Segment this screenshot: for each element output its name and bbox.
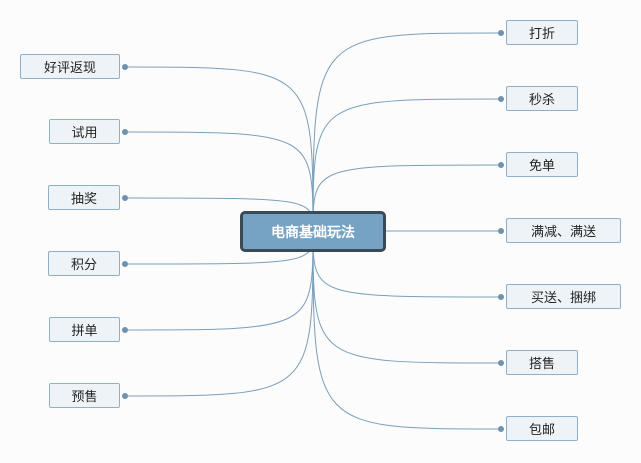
connector-dot-right-5 xyxy=(498,360,504,366)
branch-label: 预售 xyxy=(71,390,98,405)
connector-dot-right-1 xyxy=(498,96,504,102)
connector-right-6 xyxy=(312,230,502,430)
connector-left-0 xyxy=(124,66,314,232)
branch-label: 抽奖 xyxy=(70,192,97,207)
connector-right-1 xyxy=(312,98,502,232)
branch-node-miandan[interactable]: 免单 xyxy=(506,152,578,177)
branch-label: 试用 xyxy=(71,126,98,141)
branch-node-yushou[interactable]: 预售 xyxy=(49,383,120,408)
branch-label: 秒杀 xyxy=(528,93,555,108)
center-topic-label: 电商基础玩法 xyxy=(271,224,355,241)
branch-label: 搭售 xyxy=(528,357,555,372)
branch-label: 满减、满送 xyxy=(530,225,596,240)
connector-dot-right-4 xyxy=(498,294,504,300)
branch-label: 免单 xyxy=(528,159,555,174)
branch-node-miaosha[interactable]: 秒杀 xyxy=(506,86,578,111)
branch-node-jifen[interactable]: 积分 xyxy=(48,251,120,276)
branch-node-pindan[interactable]: 拼单 xyxy=(49,317,120,342)
connector-dot-left-1 xyxy=(122,129,128,135)
connector-dot-left-0 xyxy=(122,64,128,70)
branch-node-haoping-fanxian[interactable]: 好评返现 xyxy=(20,54,120,79)
connector-right-0 xyxy=(312,32,502,232)
branch-label: 包邮 xyxy=(528,423,555,438)
branch-node-choujiang[interactable]: 抽奖 xyxy=(48,185,120,210)
connector-dot-right-6 xyxy=(498,426,504,432)
connector-dot-left-5 xyxy=(122,393,128,399)
branch-label: 打折 xyxy=(528,27,555,42)
branch-node-maisong-kunbang[interactable]: 买送、捆绑 xyxy=(506,284,621,309)
connector-dot-right-3 xyxy=(498,228,504,234)
branch-label: 好评返现 xyxy=(43,61,96,76)
connector-dot-left-3 xyxy=(122,261,128,267)
branch-node-dazhe[interactable]: 打折 xyxy=(506,20,578,45)
connector-dot-right-2 xyxy=(498,162,504,168)
branch-node-manjian-mansong[interactable]: 满减、满送 xyxy=(506,218,621,243)
branch-node-shiyong[interactable]: 试用 xyxy=(49,119,120,144)
connector-dot-left-4 xyxy=(122,327,128,333)
connector-dot-left-2 xyxy=(122,195,128,201)
connector-right-2 xyxy=(312,164,502,232)
branch-node-baoyou[interactable]: 包邮 xyxy=(506,416,578,441)
connector-left-1 xyxy=(124,131,314,232)
connector-left-5 xyxy=(124,230,314,397)
branch-node-dashou[interactable]: 搭售 xyxy=(506,350,578,375)
branch-label: 积分 xyxy=(70,258,97,273)
connector-dot-right-0 xyxy=(498,30,504,36)
center-topic[interactable]: 电商基础玩法 xyxy=(240,211,386,252)
branch-label: 买送、捆绑 xyxy=(530,291,596,306)
branch-label: 拼单 xyxy=(71,324,98,339)
